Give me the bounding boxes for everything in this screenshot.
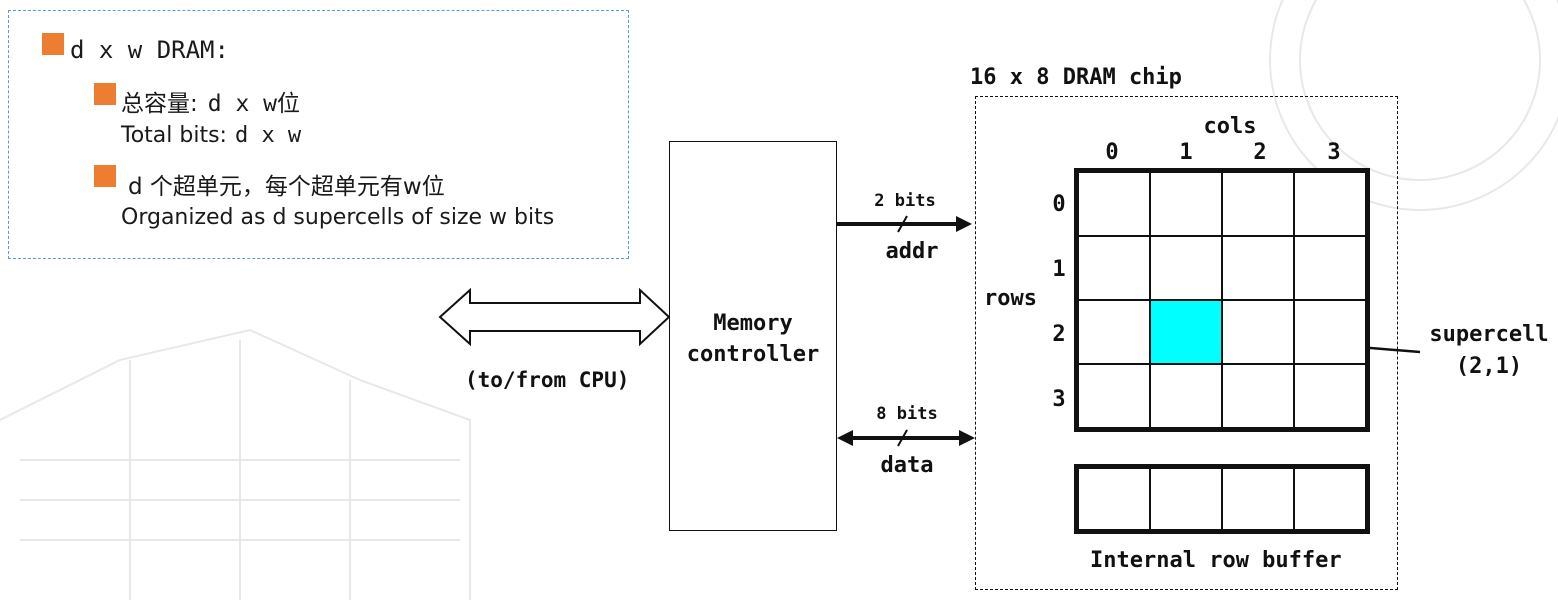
supercell-2-1-highlighted [1150, 300, 1222, 364]
addr-slash [897, 215, 908, 233]
supercell-label-line2: (2,1) [1455, 354, 1523, 379]
chip-title: 16 x 8 DRAM chip [970, 65, 1182, 90]
supercell-cn: d 个超单元，每个超单元有w位 [128, 174, 445, 200]
panel-heading: d x w DRAM: [70, 36, 229, 64]
supercell-3-3 [1294, 364, 1366, 428]
supercell-3-1 [1150, 364, 1222, 428]
addr-bits-label: 2 bits [874, 191, 936, 211]
row-buffer-cell [1078, 468, 1150, 530]
col-index: 3 [1327, 140, 1341, 165]
addr-arrowhead [956, 216, 972, 232]
row-index: 0 [1052, 192, 1066, 217]
addr-label: addr [885, 239, 939, 264]
supercell-0-3 [1294, 172, 1366, 236]
controller-label-line1: Memory [713, 311, 793, 336]
supercell-1-0 [1078, 236, 1150, 300]
supercell-0-1 [1150, 172, 1222, 236]
supercell-3-0 [1078, 364, 1150, 428]
supercell-2-3 [1294, 300, 1366, 364]
data-arrowhead-left [837, 430, 853, 446]
cols-label: cols [1203, 114, 1257, 139]
supercell-label-line1: supercell [1429, 322, 1549, 347]
supercell-array [1074, 168, 1370, 432]
supercell-1-3 [1294, 236, 1366, 300]
dram-description-panel [8, 10, 629, 259]
row-index: 1 [1052, 257, 1066, 282]
col-index: 0 [1105, 140, 1119, 165]
capacity-cn: 总容量:d x w位 [121, 91, 300, 117]
col-index: 2 [1253, 140, 1267, 165]
supercell-en: Organized as d supercells of size w bits [121, 205, 555, 230]
supercell-3-2 [1222, 364, 1294, 428]
capacity-en: Total bits:d x w [121, 123, 302, 148]
rows-label: rows [984, 286, 1037, 311]
row-buffer-cell [1150, 468, 1222, 530]
col-index: 1 [1179, 140, 1193, 165]
supercell-2-0 [1078, 300, 1150, 364]
row-buffer-cell [1294, 468, 1366, 530]
supercell-0-0 [1078, 172, 1150, 236]
supercell-0-2 [1222, 172, 1294, 236]
row-index: 2 [1052, 322, 1066, 347]
data-bits-label: 8 bits [876, 404, 938, 424]
controller-label-line2: controller [686, 342, 820, 367]
bullet-icon [94, 165, 116, 187]
bullet-icon [94, 83, 116, 105]
row-buffer-label: Internal row buffer [1090, 548, 1342, 573]
row-buffer-cell [1222, 468, 1294, 530]
cpu-label: (to/from CPU) [465, 368, 630, 392]
bullet-icon [42, 33, 64, 55]
supercell-2-2 [1222, 300, 1294, 364]
data-arrowhead-right [959, 430, 975, 446]
data-slash [897, 429, 908, 447]
dram-chip-boundary [975, 96, 1398, 590]
row-index: 3 [1052, 387, 1066, 412]
cpu-bus-arrow [438, 287, 671, 347]
data-label: data [880, 453, 934, 478]
memory-controller-box [669, 141, 837, 531]
internal-row-buffer [1074, 464, 1370, 534]
supercell-1-1 [1150, 236, 1222, 300]
supercell-1-2 [1222, 236, 1294, 300]
